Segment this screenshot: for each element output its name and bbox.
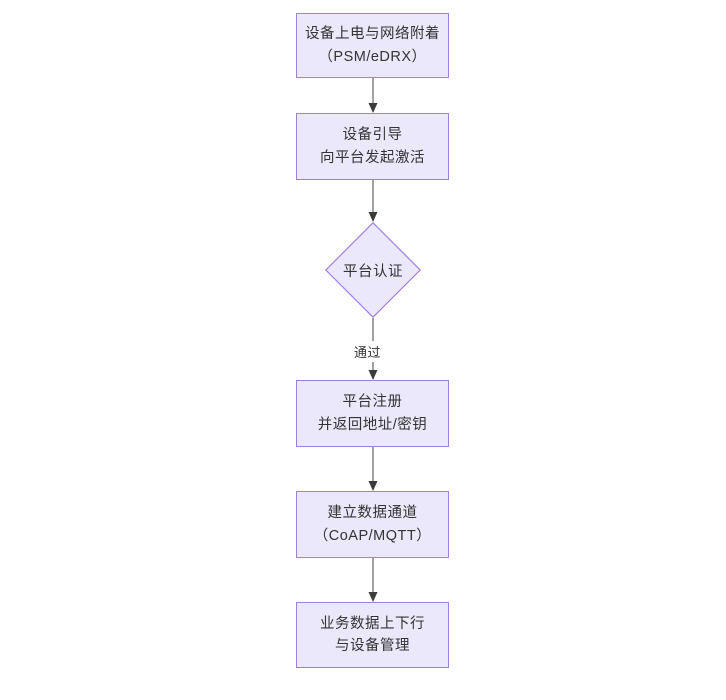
diamond-shape [325,222,421,318]
node-device-bootstrap[interactable]: 设备引导 向平台发起激活 [296,113,449,180]
node-label-line2: （CoAP/MQTT） [313,527,432,544]
node-label-line2: 向平台发起激活 [320,149,425,166]
node-label-line1: 设备上电与网络附着 [305,26,440,43]
node-device-power-on[interactable]: 设备上电与网络附着 （PSM/eDRX） [296,13,449,78]
node-label-line1: 平台注册 [342,394,403,411]
edge-label-pass: 通过 [351,341,385,362]
node-label-line1: 设备引导 [342,127,403,144]
node-label-line1: 业务数据上下行 [320,615,425,632]
node-platform-register[interactable]: 平台注册 并返回地址/密钥 [296,380,449,447]
node-label-line2: 并返回地址/密钥 [317,416,428,433]
node-platform-auth-decision[interactable]: 平台认证 [325,222,421,318]
node-label-line2: （PSM/eDRX） [318,48,427,65]
node-business-data-and-device-management[interactable]: 业务数据上下行 与设备管理 [296,602,449,668]
node-label-line1: 平台认证 [343,263,403,280]
node-label-line1: 建立数据通道 [327,505,418,522]
node-label-line2: 与设备管理 [335,638,410,654]
node-establish-data-channel[interactable]: 建立数据通道 （CoAP/MQTT） [296,491,449,558]
